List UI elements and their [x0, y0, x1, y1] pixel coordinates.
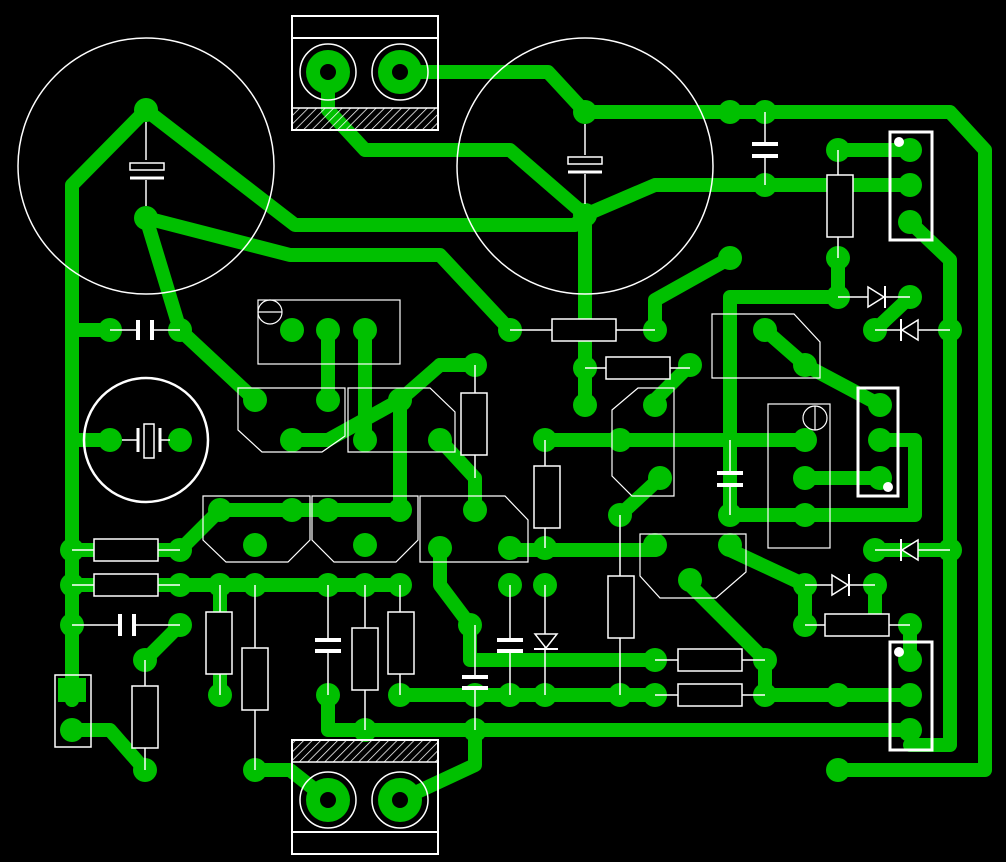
- pad: [168, 428, 192, 452]
- track: [139, 211, 517, 337]
- pad: [608, 428, 632, 452]
- silkscreen: [17, 15, 950, 855]
- header-bottom-right: [888, 640, 934, 752]
- pad: [678, 568, 702, 592]
- crystal: [82, 376, 210, 504]
- pad: [280, 498, 304, 522]
- header-top-right: [888, 130, 934, 242]
- jumper-header: [54, 674, 92, 748]
- pad: [98, 428, 122, 452]
- track: [723, 105, 992, 777]
- pad: [243, 388, 267, 412]
- pad: [898, 210, 922, 234]
- pad: [826, 758, 850, 782]
- pad: [353, 533, 377, 557]
- pad: [898, 683, 922, 707]
- track: [65, 103, 153, 707]
- track: [321, 65, 592, 222]
- pad: [868, 393, 892, 417]
- pad: [898, 173, 922, 197]
- track: [393, 65, 737, 119]
- track: [723, 251, 845, 447]
- pad: [316, 388, 340, 412]
- pad: [898, 718, 922, 742]
- track: [285, 393, 407, 517]
- pad: [573, 393, 597, 417]
- diodes: [533, 285, 950, 695]
- pad: [678, 353, 702, 377]
- terminal-block-top: [291, 15, 439, 131]
- track: [65, 723, 152, 777]
- pad: [388, 498, 412, 522]
- pad: [280, 318, 304, 342]
- pad: [793, 353, 817, 377]
- pad: [316, 318, 340, 342]
- resistor-v: [131, 150, 854, 770]
- header-pads: [58, 50, 922, 822]
- pad: [353, 428, 377, 452]
- pad: [60, 718, 84, 742]
- square-pad: [58, 678, 86, 702]
- pad: [868, 428, 892, 452]
- pad: [134, 98, 158, 122]
- track: [903, 543, 957, 752]
- header-mid-right: [856, 386, 900, 498]
- resistor-h: [72, 318, 910, 707]
- pad: [643, 393, 667, 417]
- pad: [428, 428, 452, 452]
- pad: [793, 466, 817, 490]
- transistor-outlines: [202, 299, 831, 599]
- pad: [243, 533, 267, 557]
- pad: [388, 388, 412, 412]
- pad: [753, 318, 777, 342]
- pad: [208, 498, 232, 522]
- pad-group-middle: [60, 428, 962, 562]
- pad: [134, 206, 158, 230]
- pad: [573, 203, 597, 227]
- pad: [718, 533, 742, 557]
- pad: [573, 100, 597, 124]
- pad: [826, 683, 850, 707]
- pad: [648, 466, 672, 490]
- pad: [498, 536, 522, 560]
- pad: [428, 536, 452, 560]
- pad: [898, 138, 922, 162]
- pad: [280, 428, 304, 452]
- pad: [353, 318, 377, 342]
- capacitors: [72, 112, 778, 730]
- pad: [463, 498, 487, 522]
- pad: [898, 648, 922, 672]
- pad: [718, 246, 742, 270]
- pad: [793, 503, 817, 527]
- pad: [793, 428, 817, 452]
- electrolytic-capacitor-left: [17, 37, 275, 295]
- terminal-block-bottom: [291, 739, 439, 855]
- electrolytic-capacitor-right: [456, 37, 714, 295]
- drill-holes: [320, 64, 408, 808]
- pad: [718, 100, 742, 124]
- pad: [316, 498, 340, 522]
- pad: [458, 613, 482, 637]
- pad: [643, 533, 667, 557]
